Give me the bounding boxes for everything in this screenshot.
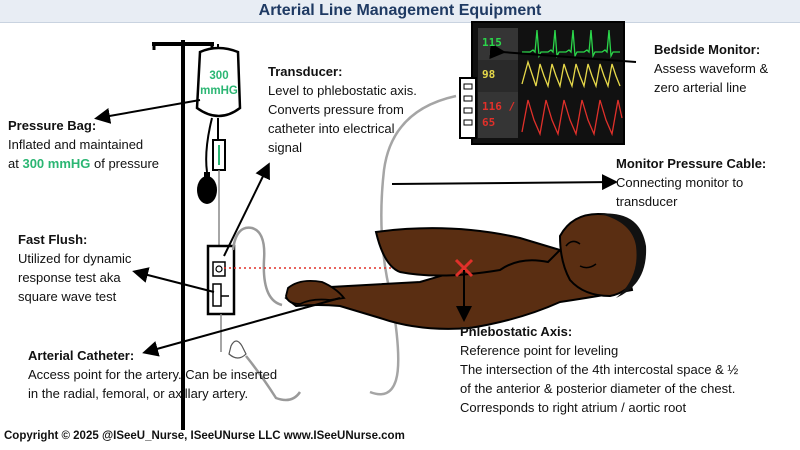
bedside-monitor-line: Assess waveform & (654, 61, 769, 76)
pointer-arrows (94, 43, 637, 357)
phlebostatic-axis-line: Corresponds to right atrium / aortic roo… (460, 400, 687, 415)
fast-flush-line: Utilized for dynamic (18, 251, 132, 266)
fast-flush-line: response test aka (18, 270, 121, 285)
bedside-monitor (459, 21, 625, 145)
phlebostatic-axis-line: of the anterior & posterior diameter of … (460, 381, 736, 396)
bedside-monitor-callout: Bedside Monitor: Assess waveform & zero … (654, 40, 768, 97)
fast-flush-callout: Fast Flush: Utilized for dynamic respons… (18, 230, 131, 306)
patient-figure (284, 212, 647, 330)
arterial-catheter-heading: Arterial Catheter: (28, 348, 135, 363)
monitor-cable-heading: Monitor Pressure Cable: (616, 156, 767, 171)
transducer-line: Converts pressure from (268, 102, 404, 117)
fast-flush-line: square wave test (18, 289, 117, 304)
pressure-bag-callout: Pressure Bag: Inflated and maintained at… (8, 116, 159, 173)
transducer-line: catheter into electrical (268, 121, 395, 136)
bag-label-unit: mmHG (200, 85, 238, 97)
arterial-catheter-line: in the radial, femoral, or axillary arte… (28, 386, 249, 401)
phlebostatic-axis-heading: Phlebostatic Axis: (460, 324, 573, 339)
transducer-line: Level to phlebostatic axis. (268, 83, 417, 98)
monitor-cable-callout: Monitor Pressure Cable: Connecting monit… (616, 154, 766, 211)
monitor-spo2-value: 98 (482, 68, 496, 81)
title-bar: Arterial Line Management Equipment (0, 0, 800, 23)
page-title: Arterial Line Management Equipment (258, 2, 542, 19)
phlebostatic-axis-line: The intersection of the 4th intercostal … (460, 362, 739, 377)
pressure-bag (195, 44, 242, 245)
monitor-abp-diastolic: 65 (482, 116, 496, 129)
monitor-cable-line: transducer (616, 194, 678, 209)
bedside-monitor-heading: Bedside Monitor: (654, 42, 761, 57)
bedside-monitor-line: zero arterial line (654, 80, 747, 95)
fast-flush-heading: Fast Flush: (18, 232, 88, 247)
iv-pole (152, 40, 214, 430)
arterial-catheter-line: Access point for the artery. Can be inse… (28, 367, 278, 382)
phlebostatic-axis-line: Reference point for leveling (460, 343, 619, 358)
bag-label-value: 300 (209, 70, 229, 82)
monitor-cable-line: Connecting monitor to (616, 175, 744, 190)
pressure-bag-line1: Inflated and maintained (8, 137, 144, 152)
phlebostatic-axis-marker (454, 258, 474, 278)
transducer-line: signal (268, 140, 302, 155)
transducer-assembly (206, 244, 247, 359)
pressure-bag-label: 300 mmHG (198, 69, 240, 99)
arterial-catheter-callout: Arterial Catheter: Access point for the … (28, 346, 277, 403)
monitor-abp-systolic: 116 / (482, 100, 516, 113)
pressure-bag-line2: at 300 mmHG of pressure (8, 156, 160, 171)
transducer-callout: Transducer: Level to phlebostatic axis. … (268, 62, 417, 157)
monitor-hr-value: 115 (482, 36, 502, 49)
copyright-footer: Copyright © 2025 @ISeeU_Nurse, ISeeUNurs… (4, 430, 405, 442)
pressure-bag-heading: Pressure Bag: (8, 118, 97, 133)
phlebostatic-axis-callout: Phlebostatic Axis: Reference point for l… (460, 322, 738, 417)
transducer-heading: Transducer: (268, 64, 343, 79)
